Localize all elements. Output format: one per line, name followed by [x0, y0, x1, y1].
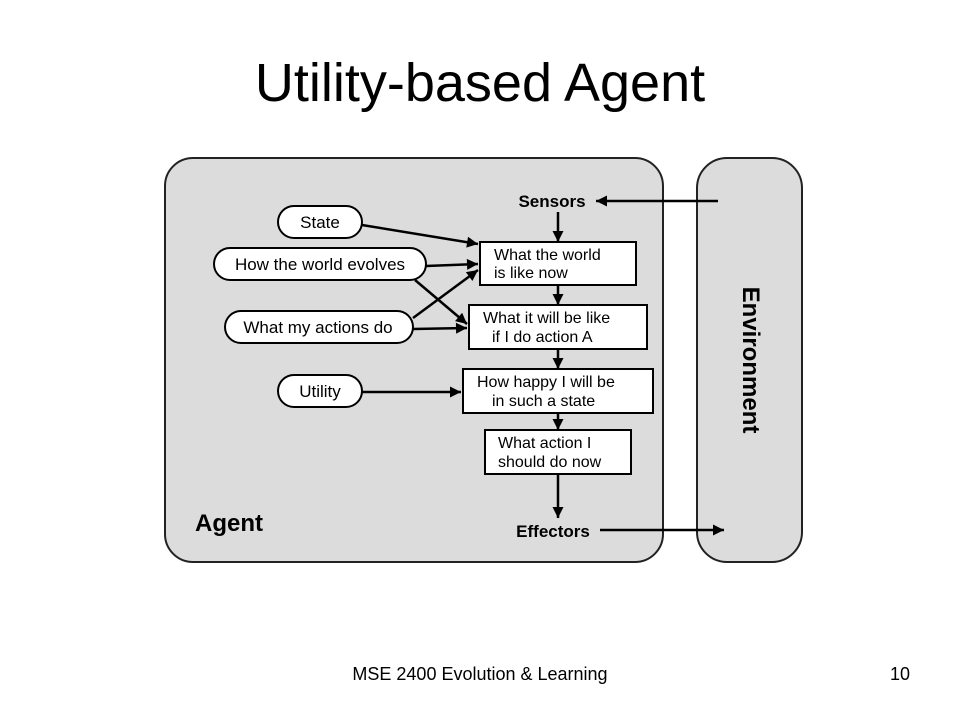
arrow-state-to-world-now: [361, 223, 479, 248]
page-number: 10: [889, 664, 910, 684]
actions-do-oval: [224, 310, 414, 344]
happiness-box-line1: How happy I will be: [477, 374, 615, 391]
slide-title: Utility-based Agent: [254, 53, 706, 113]
world-evolves-oval: [213, 247, 427, 281]
actions-do-oval-label: What my actions do: [243, 318, 392, 337]
arrow-evolves-to-after-action: [414, 279, 468, 325]
world-evolves-oval-label: How the world evolves: [235, 255, 405, 274]
arrow-actions-to-world-now: [412, 268, 479, 320]
action-box-line1: What action I: [498, 435, 591, 452]
arrow-evolves-to-world-now: [425, 258, 479, 270]
effectors-label: Effectors: [516, 522, 590, 541]
utility-oval-label: Utility: [299, 382, 341, 401]
sensors-label: Sensors: [518, 192, 585, 211]
action-box-line2: should do now: [498, 454, 602, 471]
state-oval: [277, 205, 363, 239]
environment-panel: [696, 157, 803, 563]
arrow-actions-to-after-action: [412, 322, 468, 334]
agent-label: Agent: [195, 510, 263, 537]
happiness-box-line2: in such a state: [492, 393, 595, 410]
after-action-box-line1: What it will be like: [483, 310, 610, 327]
footer-course: MSE 2400 Evolution & Learning: [352, 664, 608, 684]
state-oval-label: State: [300, 213, 340, 232]
agent-panel: [164, 157, 664, 563]
environment-label: Environment: [737, 287, 764, 434]
after-action-box-line2: if I do action A: [492, 329, 593, 346]
world-now-box-line2: is like now: [494, 265, 568, 282]
world-now-box-line1: What the world: [494, 247, 601, 264]
